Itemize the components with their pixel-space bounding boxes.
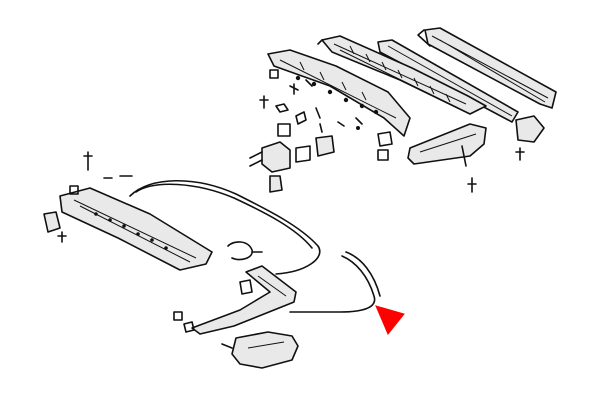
side-rail-bracket — [43, 211, 67, 243]
bolts-left — [69, 151, 133, 195]
bottom-corner-piece — [221, 331, 299, 369]
weatherstrip-upper — [129, 179, 321, 275]
rear-corner-molding — [407, 123, 487, 167]
front-header-rail — [267, 49, 411, 137]
weatherstrip-rear — [289, 251, 381, 313]
roof-trim-bar-upper — [417, 27, 557, 109]
side-rail-left — [59, 187, 213, 271]
latch-assembly — [249, 117, 393, 193]
clip-center — [227, 241, 263, 261]
rear-lower-molding — [173, 265, 297, 335]
pointer-arrow-icon — [375, 305, 405, 335]
roof-rail-frame — [317, 35, 487, 115]
roof-trim-bar-middle — [377, 39, 519, 123]
corner-clip-right — [467, 115, 545, 193]
small-bolts-top — [259, 69, 345, 137]
